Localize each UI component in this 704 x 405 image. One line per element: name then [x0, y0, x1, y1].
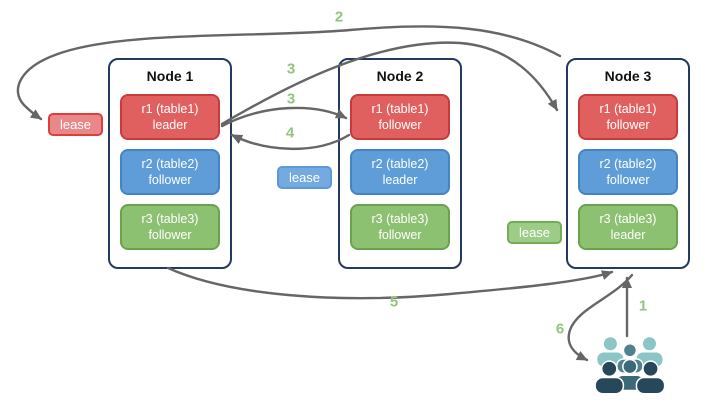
replica-name: r1 (table1): [599, 101, 657, 116]
replica-name: r1 (table1): [141, 101, 199, 116]
arrow-step3-node1-to-node2: [220, 106, 348, 128]
replica-role: leader: [610, 228, 646, 242]
node-1: Node 1 r1 (table1) leader r2 (table2) fo…: [108, 58, 232, 269]
replica-name: r3 (table3): [599, 211, 657, 226]
node-1-replica-r2: r2 (table2) follower: [120, 149, 220, 195]
node-1-replica-r1: r1 (table1) leader: [120, 94, 220, 140]
replica-name: r2 (table2): [371, 156, 429, 171]
step-label-2: 2: [334, 8, 344, 26]
step-label-5: 5: [389, 293, 399, 311]
node-3: Node 3 r1 (table1) follower r2 (table2) …: [566, 58, 690, 269]
node-3-title: Node 3: [604, 68, 652, 84]
replica-role: follower: [378, 228, 422, 242]
lease-badge-table3: lease: [507, 221, 562, 244]
step-label-1: 1: [638, 297, 648, 315]
replica-role: follower: [606, 118, 650, 132]
node-3-replica-r2: r2 (table2) follower: [578, 149, 678, 195]
node-2: Node 2 r1 (table1) follower r2 (table2) …: [338, 58, 462, 269]
replica-role: leader: [152, 118, 188, 132]
replica-role: follower: [378, 118, 422, 132]
user-front-left: [594, 360, 625, 395]
step-label-6: 6: [555, 320, 565, 338]
node-1-replica-r3: r3 (table3) follower: [120, 204, 220, 250]
node-2-title: Node 2: [376, 68, 424, 84]
replica-name: r2 (table2): [599, 156, 657, 171]
user-front-right: [635, 360, 666, 395]
step-label-4: 4: [285, 124, 295, 142]
step-label-3-lower: 3: [286, 90, 296, 108]
replica-role: follower: [148, 173, 192, 187]
node-2-replica-r2: r2 (table2) leader: [350, 149, 450, 195]
node-3-replica-r3: r3 (table3) leader: [578, 204, 678, 250]
node-3-replica-r1: r1 (table1) follower: [578, 94, 678, 140]
node-2-replica-r1: r1 (table1) follower: [350, 94, 450, 140]
lease-badge-table2: lease: [277, 166, 332, 189]
replica-name: r2 (table2): [141, 156, 199, 171]
replica-name: r1 (table1): [371, 101, 429, 116]
replica-name: r3 (table3): [371, 211, 429, 226]
step-label-3-upper: 3: [286, 60, 296, 78]
replica-role: follower: [148, 228, 192, 242]
replica-name: r3 (table3): [141, 211, 199, 226]
replica-role: leader: [382, 173, 418, 187]
replica-role: follower: [606, 173, 650, 187]
node-1-title: Node 1: [146, 68, 194, 84]
lease-badge-table1: lease: [48, 113, 103, 136]
users-group-icon: [594, 337, 666, 395]
node-2-replica-r3: r3 (table3) follower: [350, 204, 450, 250]
